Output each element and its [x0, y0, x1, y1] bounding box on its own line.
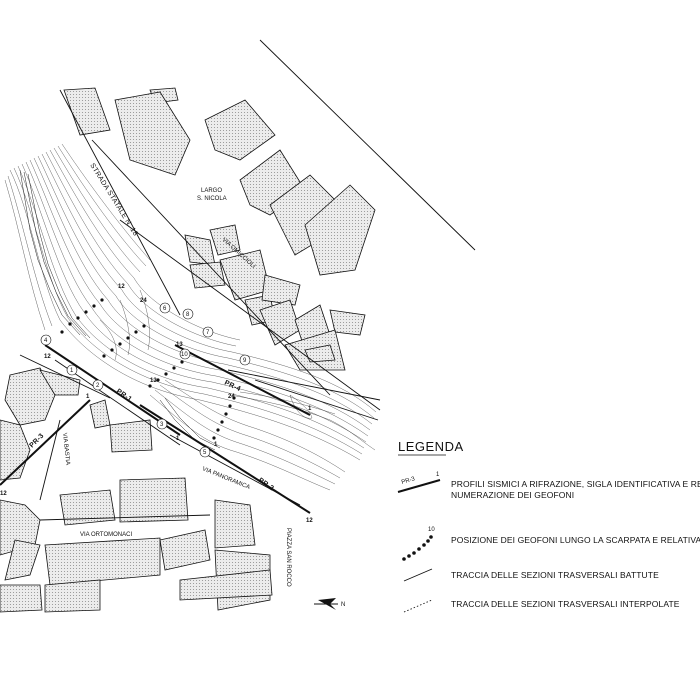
- section-number: 7: [206, 330, 210, 336]
- section-number: 5: [203, 450, 207, 456]
- north-arrow-icon: [314, 598, 338, 610]
- largo-label-2: S. NICOLA: [197, 196, 227, 202]
- roads: [19, 39, 476, 521]
- legend-solid-trace: [403, 568, 433, 582]
- piazza-label: PIAZZA SAN ROCCO: [285, 528, 291, 587]
- legend-item-text-2: NUMERAZIONE DEI GEOFONI: [451, 490, 574, 500]
- geophone-number: 1: [308, 406, 312, 412]
- legend-item-text: TRACCIA DELLE SEZIONI TRASVERSALI INTERP…: [451, 599, 680, 609]
- legend: LEGENDA PR-3 1 PROFILI SISMICI A RIFRAZI…: [397, 439, 700, 613]
- geophone-number: 24: [140, 298, 147, 304]
- geophone-number: 24: [228, 394, 235, 400]
- legend-item-geophones: [402, 535, 433, 561]
- legend-dotted-trace: [403, 599, 433, 613]
- geophone-number: 12: [0, 491, 7, 497]
- section-number: 4: [44, 338, 48, 344]
- geophone-number: 13: [150, 378, 157, 384]
- building-blocks-south: [0, 367, 273, 613]
- legend-item-profile: PR-3 1 PROFILI SISMICI A RIFRAZIONE, SIG…: [397, 472, 700, 500]
- section-markers: [40, 302, 251, 458]
- profile-pr3-line: [0, 399, 91, 486]
- section-number: 10: [181, 352, 188, 358]
- legend-title: LEGENDA: [398, 439, 464, 454]
- escarpment-hatch: [19, 169, 221, 451]
- building-blocks: [63, 87, 376, 371]
- geophone-number: 1: [86, 394, 90, 400]
- strada-statale-label: STRADA STATALE N. 18: [88, 162, 139, 237]
- legend-item-text: PROFILI SISMICI A RIFRAZIONE, SIGLA IDEN…: [451, 479, 700, 489]
- geophone-number: 12: [306, 518, 313, 524]
- geophone-rows: [60, 298, 236, 440]
- profile-pr1-label: PR-1: [115, 388, 133, 404]
- section-number: 9: [243, 358, 247, 364]
- legend-item-text: TRACCIA DELLE SEZIONI TRASVERSALI BATTUT…: [451, 570, 659, 580]
- section-number: 3: [160, 422, 164, 428]
- geophone-number: 13: [176, 342, 183, 348]
- legend-item-text: POSIZIONE DEI GEOFONI LUNGO LA SCARPATA …: [451, 535, 700, 545]
- legend-geophone-num: 10: [428, 527, 435, 533]
- profile-pr4-line: [174, 344, 311, 416]
- profile-lines: [0, 344, 311, 514]
- legend-sample-label: PR-3: [401, 476, 416, 486]
- section-number: 1: [70, 368, 74, 374]
- section-number: 2: [96, 383, 100, 389]
- profile-pr2-label: PR-2: [257, 477, 275, 493]
- geophone-number: 12: [118, 284, 125, 290]
- section-number: 8: [186, 312, 190, 318]
- geophone-number: 12: [44, 354, 51, 360]
- via-ortomonaci-label: VIA ORTOMONACI: [80, 532, 132, 538]
- north-arrow-label: N: [341, 602, 345, 608]
- legend-sample-num: 1: [436, 472, 440, 478]
- geophone-number: 1: [214, 442, 218, 448]
- section-number: 6: [163, 306, 167, 312]
- largo-label: LARGO: [201, 188, 222, 194]
- contour-lines: [4, 143, 377, 491]
- via-bastia-label: VIA BASTIA: [61, 433, 70, 466]
- geophone-number: 1: [176, 436, 180, 442]
- profile-pr3-label: PR-3: [28, 432, 45, 449]
- profile-pr1-line: [44, 344, 181, 436]
- profile-pr2-line: [139, 404, 311, 514]
